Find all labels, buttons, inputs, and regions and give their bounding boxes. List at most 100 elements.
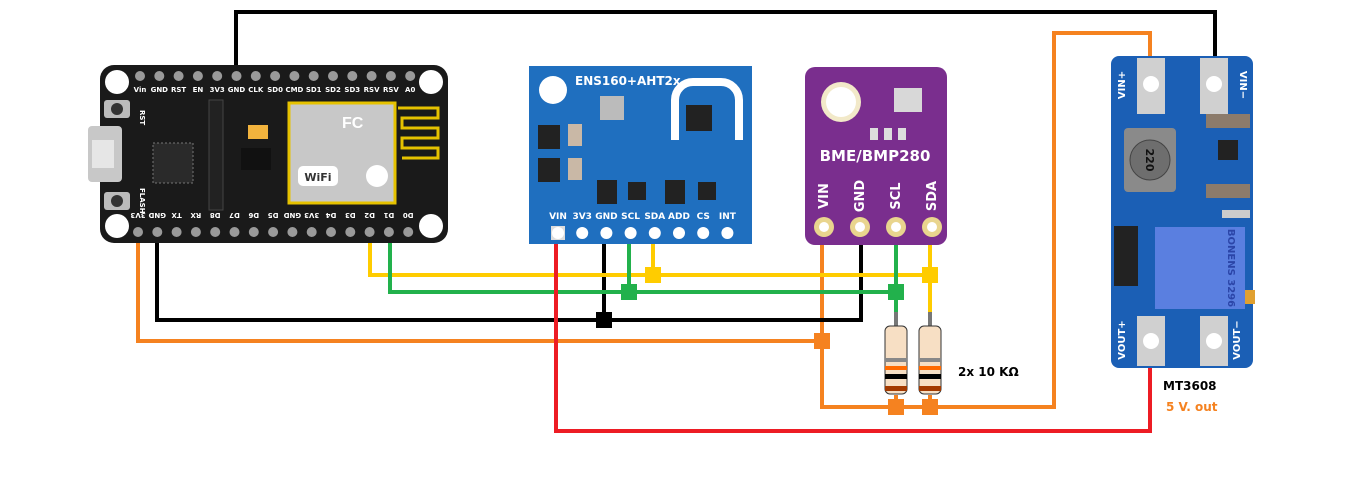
ens160-pin [648, 227, 661, 239]
esp-top-pin [212, 71, 223, 81]
esp-bottom-pin-label: GND [148, 211, 166, 219]
pot-screw[interactable] [1245, 290, 1255, 304]
esp-top-pin-label: SD2 [325, 86, 341, 94]
esp-bottom-pin-label: D2 [364, 211, 375, 219]
esp-top-pin [231, 71, 242, 81]
junctions [596, 267, 938, 415]
usb-uart-chip [152, 142, 194, 184]
esp-bottom-pin [403, 227, 414, 237]
esp-bottom-pin-label: D5 [268, 211, 279, 219]
bme-sensor [894, 88, 922, 112]
bme280-pin-label: GND [853, 180, 868, 213]
vin-minus-label: VIN− [1237, 71, 1248, 99]
junction-bme-sda [922, 267, 938, 283]
resistor [918, 312, 942, 395]
ens160-pin [721, 227, 734, 239]
ens160-pin [552, 227, 564, 239]
esp-bottom-pin [229, 227, 240, 237]
fcc-logo: FC [342, 115, 364, 132]
esp-top-pin [347, 71, 358, 81]
ens160-pin-label: 3V3 [572, 212, 592, 222]
esp-top-pin-label: Vin [134, 86, 147, 94]
resistor-band [919, 366, 941, 370]
bme280-pin-label: VIN [817, 183, 832, 209]
esp-top-pin-label: RST [171, 86, 186, 94]
ens160-pin [624, 227, 637, 239]
vout-minus-label: VOUT− [1232, 320, 1243, 359]
esp-top-pin [173, 71, 184, 81]
resistor-band [885, 386, 907, 391]
inductor-label: 220 [1143, 149, 1156, 172]
wire-sda [368, 238, 930, 277]
esp-top-pin-label: GND [228, 86, 246, 94]
esp-top-pin [366, 71, 377, 81]
esp-bottom-pin-label: GND [284, 211, 302, 219]
wifi-label: WiFi [304, 171, 331, 184]
esp-top-pin [328, 71, 338, 81]
esp-bottom-pin [326, 227, 336, 237]
esp-bottom-pin [133, 227, 143, 237]
esp-top-pin [270, 71, 281, 81]
resistor [884, 312, 908, 395]
vin-plus-label: VIN+ [1117, 71, 1128, 99]
resistor-band [885, 358, 907, 362]
junction-r1 [888, 399, 904, 415]
esp-top-pin [405, 71, 416, 81]
esp-top-pin [250, 71, 261, 81]
wire-5v [554, 238, 1152, 433]
esp-bottom-pin-label: D3 [345, 211, 356, 219]
ens160-pin [697, 227, 710, 239]
resistor-label: 2x 10 KΩ [958, 365, 1019, 379]
esp-top-pin-label: SD1 [306, 86, 322, 94]
ens160-pin [673, 227, 685, 239]
esp-bottom-pin [268, 227, 279, 237]
junction-ens-scl [621, 284, 637, 300]
wire-gnd-top [234, 10, 1217, 70]
resistor-band [885, 374, 907, 379]
esp-top-pin [154, 71, 165, 81]
esp-top-pin-label: SD3 [344, 86, 360, 94]
ens160-pin-label: ADD [668, 212, 690, 222]
wire-scl [388, 238, 896, 294]
esp-bottom-pin [364, 227, 375, 237]
pot-label: BONENS 3296 [1225, 229, 1236, 307]
esp-bottom-pin-label: D8 [210, 211, 221, 219]
esp-bottom-pin [287, 227, 298, 237]
esp-bottom-pin-label: TX [171, 211, 182, 219]
esp-bottom-pin [345, 227, 356, 237]
vout-plus-label: VOUT+ [1117, 320, 1128, 359]
ens160-title: ENS160+AHT2x [575, 74, 681, 88]
esp-bottom-pin [306, 227, 317, 237]
ens160-pin-label: CS [697, 212, 710, 222]
esp-top-pin [308, 71, 319, 81]
esp-bottom-pin-label: 3V3 [304, 211, 319, 219]
esp-bottom-pin [171, 227, 182, 237]
rst-label: RST [138, 110, 146, 125]
junction-bme-vin [814, 333, 830, 349]
potentiometer[interactable] [1155, 227, 1245, 309]
esp-bottom-pin [210, 227, 221, 237]
output-note: 5 V. out [1166, 400, 1218, 414]
ens160-pin-label: SCL [621, 212, 640, 222]
esp-bottom-pin-label: D0 [403, 211, 414, 219]
esp-bottom-pin-label: 3V3 [130, 211, 145, 219]
esp-top-pin-label: EN [193, 86, 204, 94]
junction-gnd [596, 312, 612, 328]
ens160-pin [600, 227, 613, 239]
esp-top-pin [192, 71, 203, 81]
esp-top-pin-label: CLK [248, 86, 264, 94]
aht-sensor [686, 105, 712, 131]
wire-3v3 [136, 238, 822, 343]
ens160-pin-label: VIN [549, 212, 567, 222]
esp-bottom-pin-label: D1 [383, 211, 394, 219]
mt3608-name: MT3608 [1163, 379, 1217, 393]
ens160-pin-label: SDA [644, 212, 665, 222]
wire-gnd-bottom [155, 236, 863, 322]
